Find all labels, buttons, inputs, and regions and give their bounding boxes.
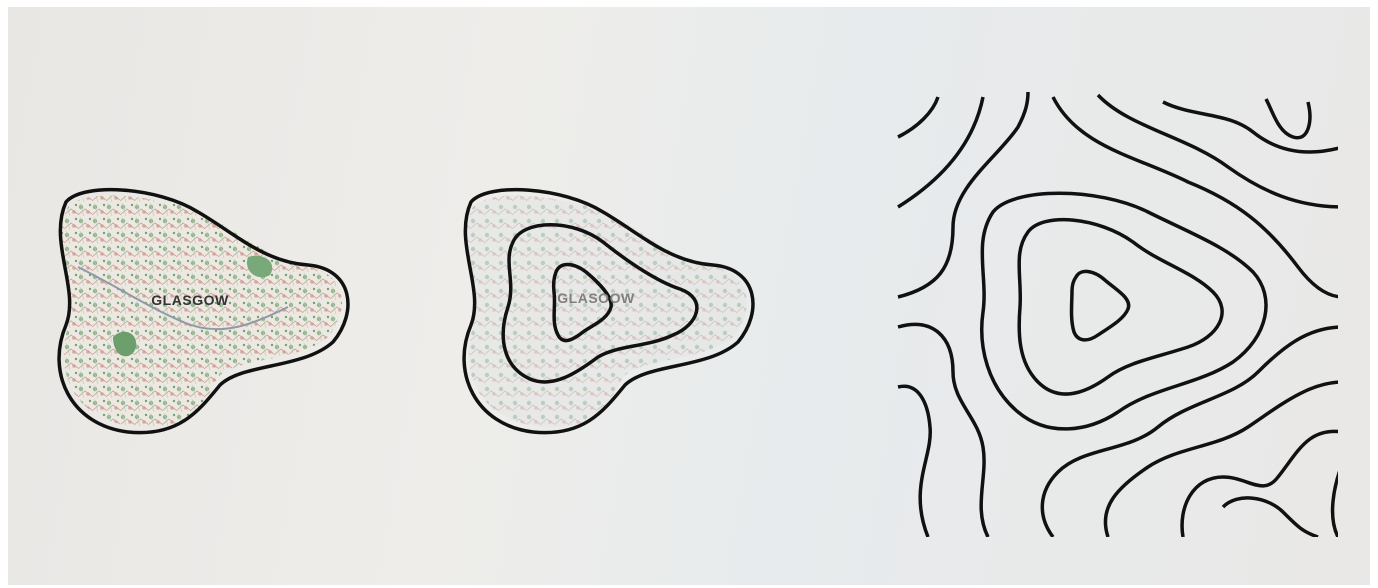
panel-3-contour-line-k [1105,382,1343,537]
panel-2-city-label: GLASOOW [557,290,635,306]
panel-1-city-outline [59,190,348,433]
panel-3-contour-line-l [1182,431,1343,537]
panel-1-map-fill [61,195,342,427]
panel-3-contour-line-m [1223,498,1318,537]
panel-3-contour-line-j [1042,327,1343,537]
diagram-photo: GLASGOW GLASOOW [8,7,1370,585]
panel-3-contour-line-i [898,386,930,537]
panel-3-contour-line-h [898,324,988,537]
panel-3-contour-field [898,92,1343,537]
panel-3-contour-line-n [1333,462,1343,537]
panel-3-contour-line-a [898,97,938,137]
panel-3-contour-line-g [1266,99,1310,138]
panel-2-city-contours [464,190,753,433]
contour-diagram: GLASGOW GLASOOW [8,7,1370,585]
panel-3-contour-center [1072,271,1129,340]
panel-3-contour-ring-2 [1019,220,1222,394]
panel-1-city-label: GLASGOW [151,292,229,308]
panel-3-contour-line-b [898,97,983,207]
